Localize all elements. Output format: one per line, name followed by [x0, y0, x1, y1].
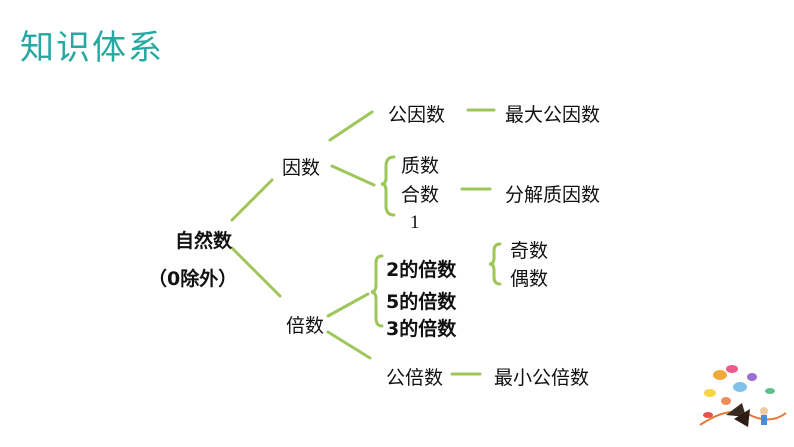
- brace-multiples: [370, 254, 384, 328]
- common-multiple: 公倍数: [386, 367, 444, 389]
- line-multiple-brace: [326, 292, 370, 318]
- number-one: 1: [410, 212, 420, 233]
- butterfly-decoration-icon: [699, 365, 787, 427]
- line-root-multiple: [230, 246, 282, 298]
- prime-factorization: 分解质因数: [505, 184, 601, 206]
- brace-prime-composite: [380, 155, 396, 217]
- root-label: 自然数: [175, 230, 233, 252]
- multiple-of-2: 2的倍数: [386, 259, 457, 281]
- multiple-of-3: 3的倍数: [386, 318, 457, 340]
- greatest-common-factor: 最大公因数: [505, 104, 601, 126]
- common-factor: 公因数: [388, 104, 446, 126]
- root-note: （0除外）: [148, 268, 238, 290]
- multiple-of-5: 5的倍数: [386, 291, 457, 313]
- factor-label: 因数: [282, 157, 321, 179]
- composite-number: 合数: [401, 184, 440, 206]
- line-factor-brace: [330, 164, 376, 187]
- line-factor-common: [328, 110, 374, 142]
- line-root-factor: [230, 178, 274, 222]
- even-number: 偶数: [510, 268, 549, 290]
- least-common-multiple: 最小公倍数: [494, 367, 590, 389]
- prime-number: 质数: [401, 155, 440, 177]
- line-multiple-common: [326, 330, 372, 360]
- multiple-label: 倍数: [286, 315, 325, 337]
- page-title: 知识体系: [20, 28, 164, 68]
- odd-number: 奇数: [510, 240, 549, 262]
- brace-odd-even: [488, 242, 502, 286]
